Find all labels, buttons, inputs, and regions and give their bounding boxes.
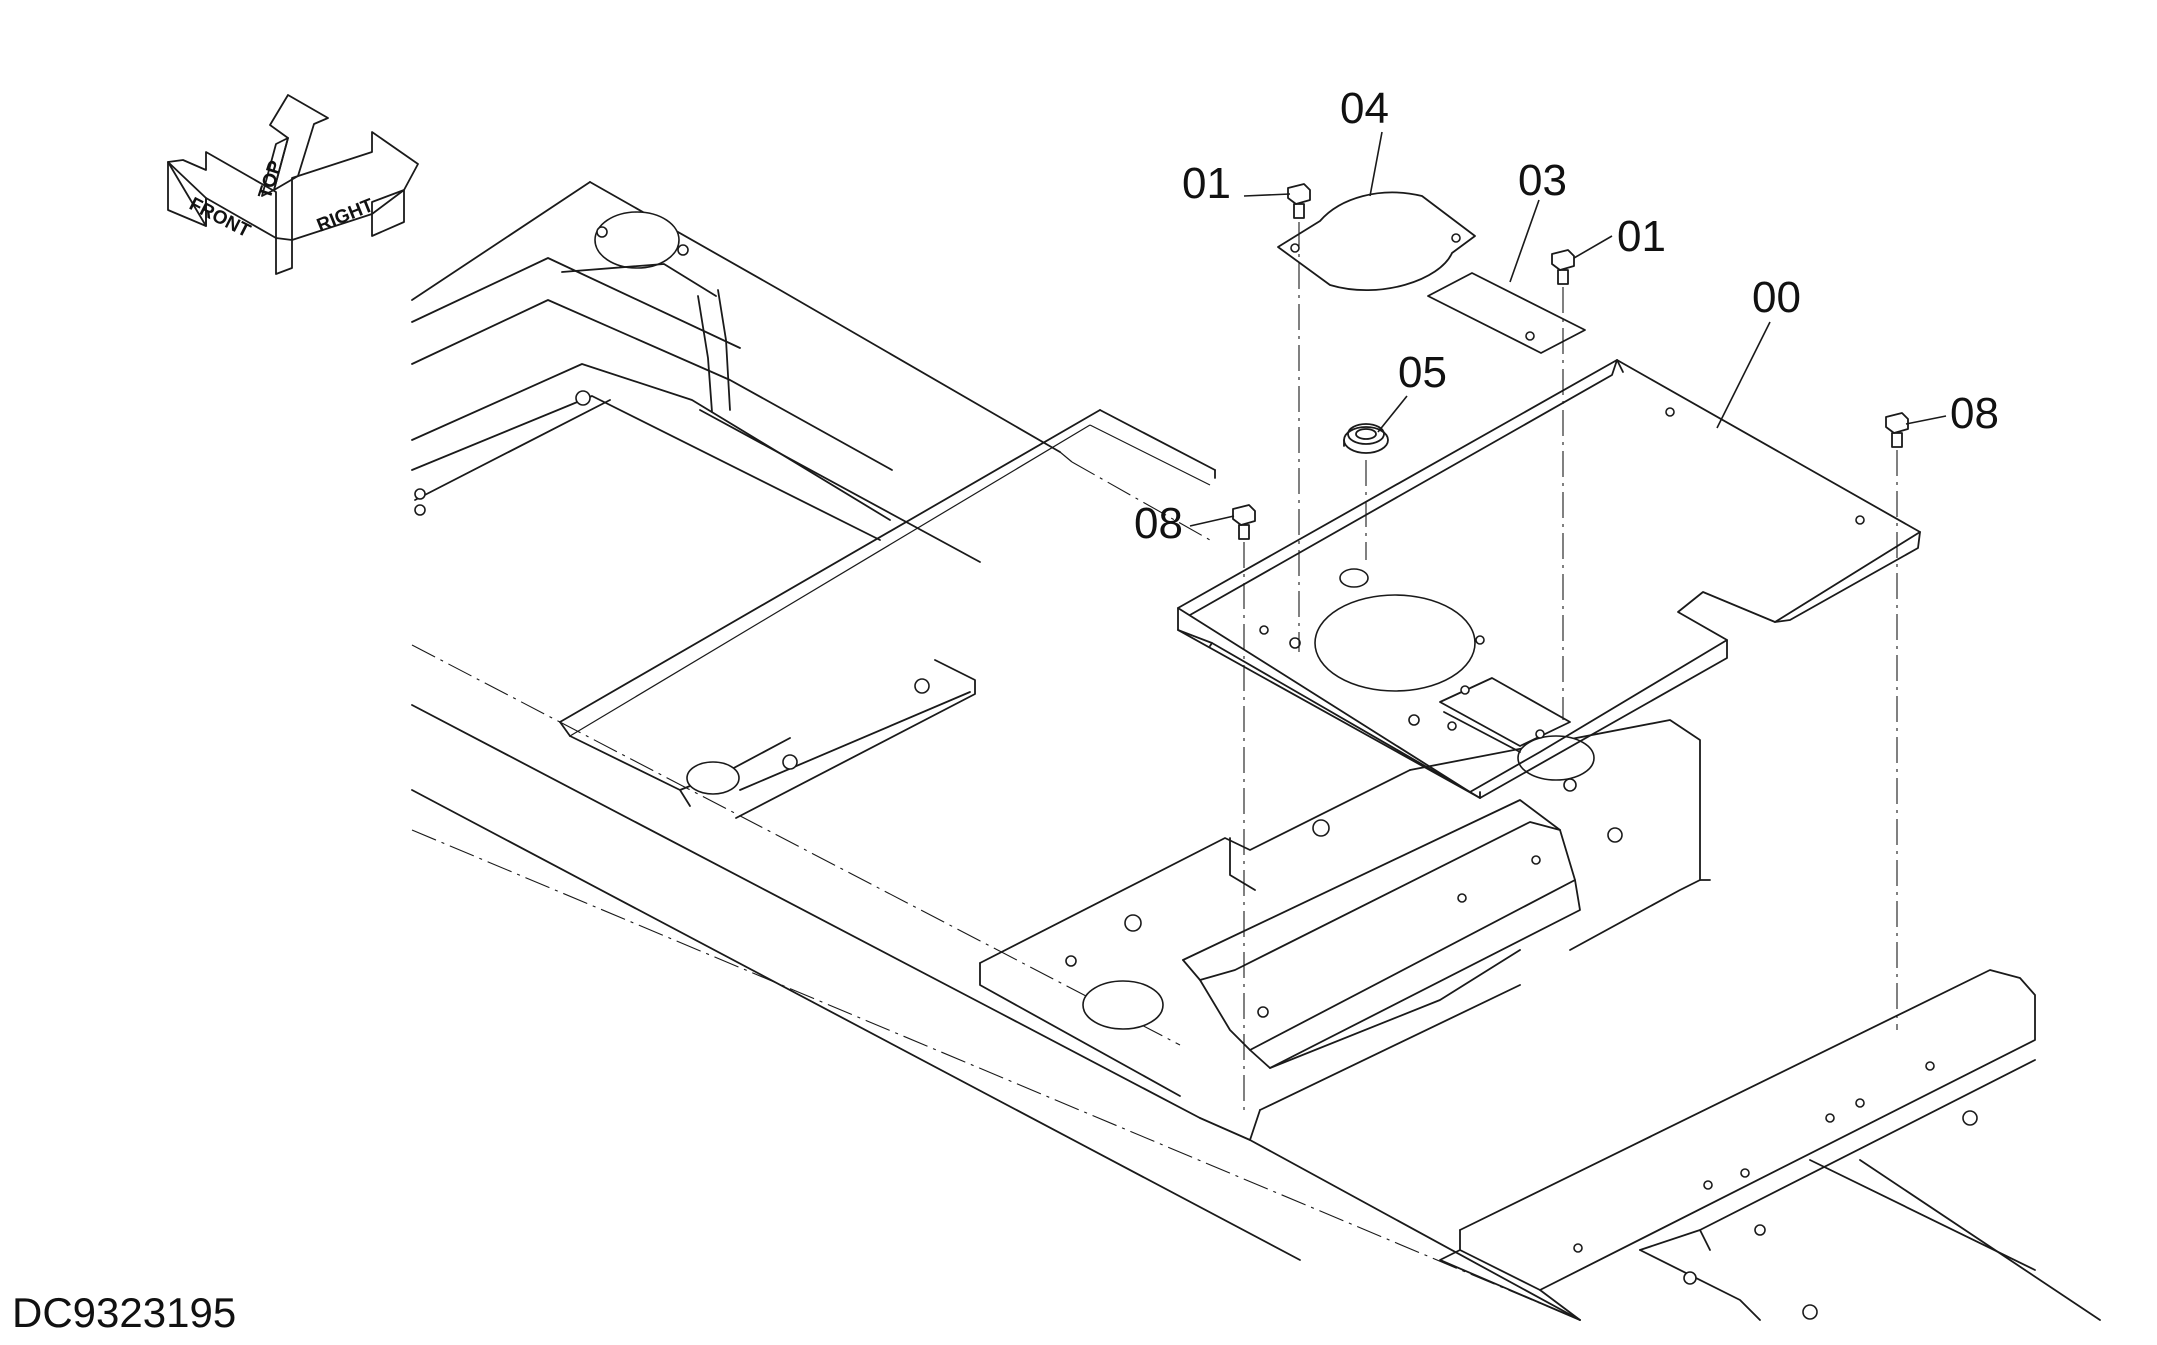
bolt-01-right (1551, 249, 1575, 285)
callout-03: 03 (1518, 156, 1567, 205)
top-label: TOP (255, 158, 287, 202)
callout-00: 00 (1752, 273, 1801, 322)
bolt-08-right (1885, 412, 1909, 448)
callout-leaders (1189, 131, 1947, 527)
grommet-05 (1343, 423, 1389, 454)
right-rail (1439, 969, 2101, 1321)
bolt-08-left (1232, 504, 1256, 540)
cover-plate-00 (1177, 359, 1921, 799)
callout-08-right: 08 (1950, 389, 1999, 438)
callout-05: 05 (1398, 348, 1447, 397)
orientation-arrows-icon: FRONT TOP RIGHT (167, 94, 419, 275)
right-label: RIGHT (314, 195, 377, 237)
callout-01-right: 01 (1617, 212, 1666, 261)
cover-04 (1277, 191, 1476, 292)
callout-08-left: 08 (1134, 499, 1183, 548)
drawing-number: DC9323195 (12, 1289, 237, 1336)
main-frame (411, 181, 1581, 1321)
front-label: FRONT (186, 194, 254, 243)
callout-01-left: 01 (1182, 159, 1231, 208)
callout-04: 04 (1340, 84, 1389, 133)
assembly-lines (1243, 222, 1898, 1110)
bolt-01-left (1287, 183, 1311, 219)
mounting-bracket-area (979, 719, 1711, 1141)
plate-03 (1427, 272, 1586, 354)
